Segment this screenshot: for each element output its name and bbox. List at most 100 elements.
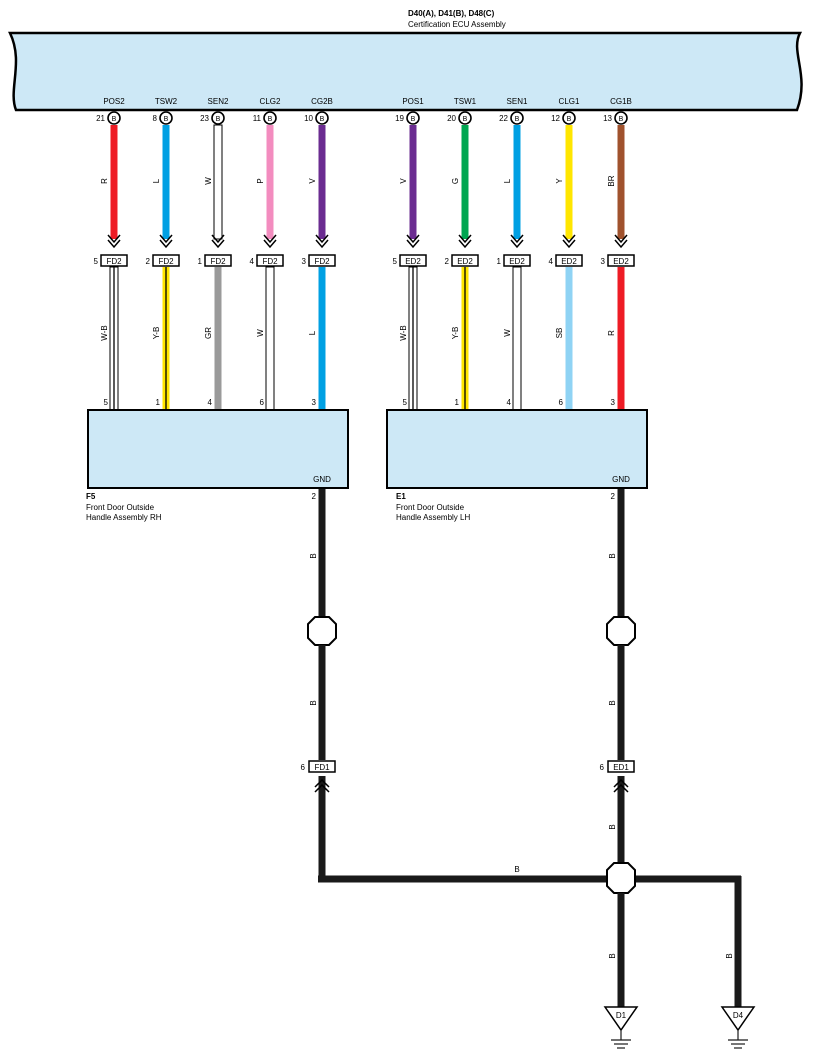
pin-sen2-inline-connector [204, 254, 232, 267]
pin-tsw1-inline-connector [451, 254, 479, 267]
ground-wire-label-lh-upper: B [608, 553, 617, 558]
pin-tsw2-terminal [159, 111, 173, 125]
device-lh-name-line2: Handle Assembly LH [396, 513, 470, 522]
pin-pos2-number: 21 [96, 114, 105, 123]
ground-arrow-lh [613, 778, 629, 788]
pin-cg1b-number: 13 [603, 114, 612, 123]
pin-sen1-wire-lower [512, 266, 522, 411]
pin-pos2-device-pin: 5 [104, 398, 109, 407]
pin-pos1-wire-upper [409, 125, 417, 239]
pin-tsw2-inline-connector-label: FD2 [158, 257, 174, 266]
front-door-handle-lh-box [386, 409, 648, 489]
pin-sen1-name: SEN1 [507, 97, 528, 106]
pin-clg2-inline-connector [256, 254, 284, 267]
connector-fd1-label: FD1 [314, 763, 330, 772]
pin-clg2-wire-upper-color: P [256, 178, 265, 183]
device-rh-gnd-label: GND [313, 475, 331, 484]
pin-sen2-wire-upper-color: W [204, 177, 213, 185]
ecu-name: Certification ECU Assembly [408, 20, 506, 29]
pin-pos1-name: POS1 [402, 97, 424, 106]
pin-cg2b-terminal [315, 111, 329, 125]
pin-cg1b-inline-connector [607, 254, 635, 267]
pin-sen2-arrow-a [211, 234, 225, 244]
pin-clg1-terminal [562, 111, 576, 125]
pin-cg1b-wire-upper-color: BR [607, 175, 616, 186]
pin-cg1b-arrow-a [614, 234, 628, 244]
pin-tsw1-name: TSW1 [454, 97, 477, 106]
pin-cg1b-inline-connector-pin: 3 [601, 257, 606, 266]
pin-pos1-wire-upper-color: V [399, 178, 408, 184]
front-door-handle-rh-box [87, 409, 349, 489]
pin-pos1-arrow-b [406, 239, 420, 249]
pin-clg2-inline-connector-pin: 4 [250, 257, 255, 266]
pin-sen1-terminal [510, 111, 524, 125]
pin-clg1-number: 12 [551, 114, 560, 123]
pin-sen2-wire-lower [214, 267, 222, 410]
pin-pos1-terminal [406, 111, 420, 125]
pin-pos2-arrow-b [107, 239, 121, 249]
pin-clg1-wire-lower-color: SB [555, 328, 564, 339]
pin-clg1-inline-connector-pin: 4 [549, 257, 554, 266]
pin-sen2-arrow-b [211, 239, 225, 249]
pin-clg2-wire-upper [266, 125, 274, 239]
ground-wire-label-d1: B [608, 953, 617, 958]
pin-clg2-inline-connector-label: FD2 [262, 257, 278, 266]
pin-sen1-wire-lower-color: W [503, 329, 512, 337]
pin-pos1-connector-letter: B [411, 116, 416, 123]
pin-clg2-terminal [263, 111, 277, 125]
pin-tsw1-terminal [458, 111, 472, 125]
ground-point-d4-symbol [720, 1006, 756, 1032]
pin-sen2-inline-connector-label: FD2 [210, 257, 226, 266]
pin-pos2-wire-upper [110, 125, 118, 239]
pin-pos2-inline-connector-pin: 5 [94, 257, 99, 266]
pin-tsw1-device-pin: 1 [455, 398, 460, 407]
ground-point-d1-symbol [603, 1006, 639, 1032]
pin-clg1-wire-lower [565, 267, 573, 410]
device-lh-gnd-label: GND [612, 475, 630, 484]
pin-cg1b-wire-lower-color: R [607, 330, 616, 336]
pin-tsw1-wire-upper-color: G [451, 178, 460, 184]
pin-pos2-arrow-a [107, 234, 121, 244]
device-lh-code: E1 [396, 492, 406, 501]
pin-pos2-name: POS2 [103, 97, 125, 106]
pin-pos1-number: 19 [395, 114, 404, 123]
pin-clg1-name: CLG1 [559, 97, 580, 106]
ground-point-d4-label: D4 [733, 1011, 744, 1020]
device-rh-gnd-pin: 2 [312, 492, 317, 501]
pin-clg2-name: CLG2 [260, 97, 281, 106]
pin-clg1-connector-letter: B [567, 116, 572, 123]
ground-point-d1-label: D1 [616, 1011, 627, 1020]
connector-ed1-box [607, 760, 635, 773]
pin-tsw2-connector-letter: B [164, 116, 169, 123]
pin-cg2b-inline-connector [308, 254, 336, 267]
pin-pos2-wire-lower-color: W-B [100, 325, 109, 340]
pin-sen2-inline-connector-pin: 1 [198, 257, 203, 266]
pin-pos2-terminal [107, 111, 121, 125]
pin-cg2b-inline-connector-label: FD2 [314, 257, 330, 266]
connector-fd1-pin: 6 [301, 763, 306, 772]
device-lh-name-line1: Front Door Outside [396, 503, 465, 512]
ground-joint-rh [307, 616, 337, 646]
pin-pos1-arrow-a [406, 234, 420, 244]
pin-cg2b-arrow-b [315, 239, 329, 249]
pin-sen2-connector-letter: B [216, 116, 221, 123]
pin-sen1-arrow-a [510, 234, 524, 244]
device-rh-code: F5 [86, 492, 96, 501]
ground-circuit [307, 489, 756, 1049]
pin-pos1-inline-connector [399, 254, 427, 267]
pin-clg2-arrow-a [263, 234, 277, 244]
pin-clg2-connector-letter: B [268, 116, 273, 123]
pin-clg1-device-pin: 6 [559, 398, 564, 407]
pin-tsw2-inline-connector-pin: 2 [146, 257, 151, 266]
pin-sen1-wire-upper [513, 125, 521, 239]
pin-cg2b-wire-lower [318, 267, 326, 410]
pin-clg2-device-pin: 6 [260, 398, 265, 407]
pin-clg2-wire-lower [265, 266, 275, 411]
pin-pos1-inline-connector-pin: 5 [393, 257, 398, 266]
pin-tsw2-arrow-a [159, 234, 173, 244]
pin-cg1b-connector-letter: B [619, 116, 624, 123]
pin-cg1b-name: CG1B [610, 97, 632, 106]
pin-cg1b-arrow-b [614, 239, 628, 249]
pin-tsw2-device-pin: 1 [156, 398, 161, 407]
